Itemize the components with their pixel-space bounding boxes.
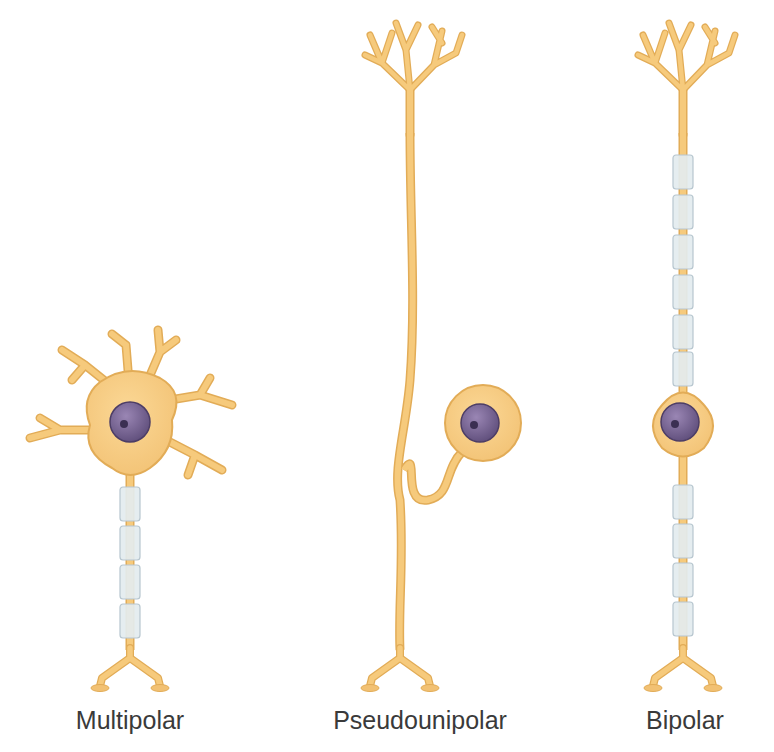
multipolar-neuron	[30, 330, 232, 692]
neuron-type-label: Bipolar	[646, 706, 724, 735]
bipolar-neuron	[638, 23, 735, 692]
neuron-type-label: Multipolar	[76, 706, 184, 735]
pseudounipolar-neuron	[361, 23, 521, 692]
neuron-type-label: Pseudounipolar	[333, 706, 507, 735]
